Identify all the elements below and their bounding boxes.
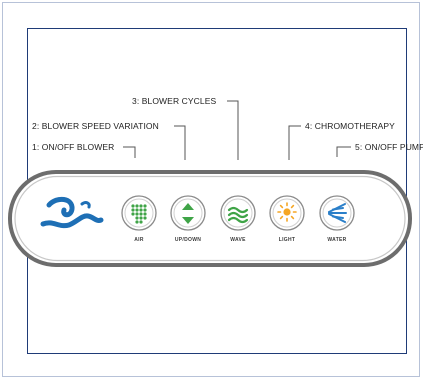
water-button-ring <box>322 198 352 228</box>
wave-lines-icon <box>227 206 249 224</box>
callout-onoff-pump: 5: ON/OFF PUMP <box>355 142 423 152</box>
callout-chromotherapy: 4: CHROMOTHERAPY <box>305 121 395 131</box>
outer-frame <box>2 2 420 377</box>
leader-line-speed-variation <box>174 125 186 160</box>
water-button-label: WATER <box>327 237 347 243</box>
leader-line-onoff-pump <box>336 146 351 157</box>
dot-grid-icon <box>131 204 147 224</box>
air-button-ring <box>124 198 154 228</box>
wave-logo-icon <box>40 196 104 229</box>
callout-speed-variation: 2: BLOWER SPEED VARIATION <box>32 121 159 131</box>
updown-button-label: UP/DOWN <box>174 237 202 243</box>
wave-button-label: WAVE <box>230 237 246 243</box>
updown-button[interactable] <box>170 195 206 231</box>
up-down-arrows-icon <box>182 203 194 224</box>
light-button-ring <box>272 198 302 228</box>
air-button-label: AIR <box>134 237 144 243</box>
panel-inner-outline <box>14 175 406 262</box>
wave-button-ring <box>223 198 253 228</box>
leader-line-onoff-blower <box>123 146 136 158</box>
leader-lines <box>123 100 351 160</box>
wave-button[interactable] <box>220 195 256 231</box>
leader-line-chromotherapy <box>288 125 301 160</box>
water-jet-icon <box>328 203 347 223</box>
panel-outline <box>8 170 412 267</box>
air-button[interactable] <box>121 195 157 231</box>
sun-icon <box>277 202 297 222</box>
callout-onoff-blower: 1: ON/OFF BLOWER <box>32 142 115 152</box>
updown-button-ring <box>173 198 203 228</box>
callout-blower-cycles: 3: BLOWER CYCLES <box>132 96 217 106</box>
light-button-label: LIGHT <box>278 237 296 243</box>
leader-line-blower-cycles <box>227 100 239 160</box>
